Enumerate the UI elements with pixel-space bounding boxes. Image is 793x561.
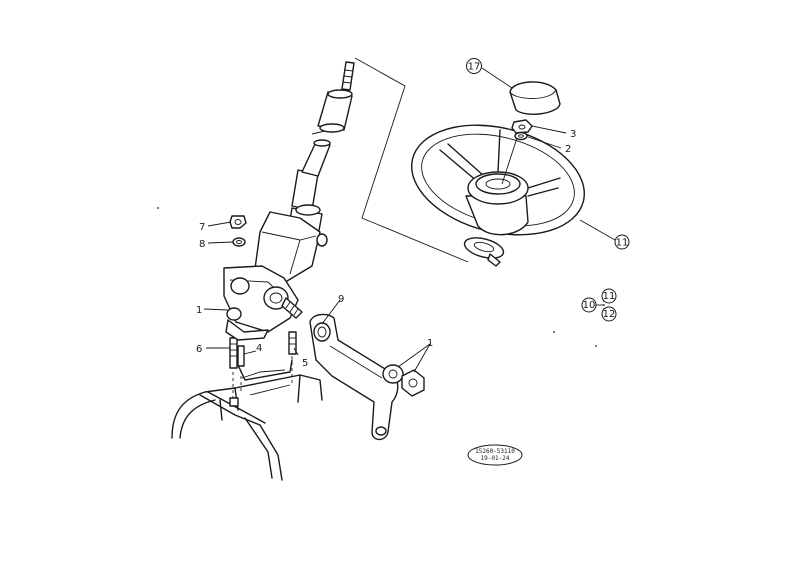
steering-column (291, 61, 355, 216)
callout-5: 5 (302, 358, 308, 369)
callout-6: 6 (196, 344, 202, 355)
nut-3 (511, 119, 533, 134)
alignment-line (354, 57, 469, 263)
reference-stamp: 15260-53110 19-01-24 (467, 444, 523, 466)
leader-lines (203, 67, 616, 373)
callout-17: 17 (466, 58, 482, 74)
pitman-arm (309, 313, 399, 441)
svg-text:15260-53110: 15260-53110 (475, 448, 515, 455)
steering-wheel (410, 124, 586, 236)
frame-outline (171, 359, 323, 481)
callout-group-10-11-12: 10 11 12 (581, 288, 617, 322)
svg-text:11: 11 (616, 238, 629, 249)
callout-7: 7 (199, 222, 205, 233)
hex-nut-1 (401, 369, 425, 397)
nut-7 (229, 215, 247, 229)
castle-nut-1 (382, 364, 404, 384)
callout-2: 2 (565, 144, 571, 155)
svg-text:12: 12 (603, 309, 616, 320)
callout-8: 8 (199, 239, 205, 250)
callout-11-wheel: 11 (614, 234, 630, 250)
stud-6 (229, 337, 239, 407)
svg-text:11: 11 (603, 291, 616, 302)
svg-text:19-01-24: 19-01-24 (481, 455, 510, 462)
svg-text:10: 10 (583, 300, 596, 311)
lower-cup (463, 237, 505, 267)
callout-1-nut: 1 (427, 338, 433, 349)
washer-8 (232, 237, 246, 247)
callout-9: 9 (338, 294, 344, 305)
steering-gear-box (223, 207, 328, 341)
svg-text:17: 17 (468, 62, 481, 73)
scan-specks (157, 207, 597, 347)
callout-3: 3 (570, 129, 576, 140)
washer-2 (514, 131, 528, 141)
stud-4 (237, 345, 245, 392)
callout-4: 4 (256, 343, 262, 354)
stud-5 (288, 331, 297, 384)
horn-cap (509, 81, 561, 115)
callout-1-gear: 1 (196, 305, 202, 316)
